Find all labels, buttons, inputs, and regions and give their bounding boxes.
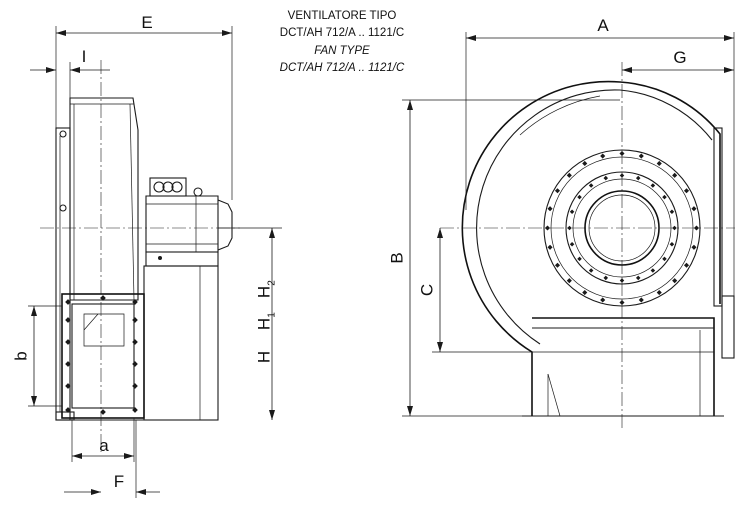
- bolt-icon: [566, 172, 572, 178]
- front-view: A G B C: [387, 16, 735, 430]
- bolt-icon: [669, 241, 675, 247]
- title-line-4: DCT/AH 712/A .. 1121/C: [280, 62, 405, 74]
- bolt-icon: [600, 153, 606, 159]
- outlet-opening: [71, 303, 135, 409]
- bolt-icon: [672, 172, 678, 178]
- title-line-2: DCT/AH 712/A .. 1121/C: [280, 27, 404, 39]
- dimension-label-B: B: [387, 252, 406, 263]
- bolt-icon: [582, 289, 588, 296]
- svg-text:H: H: [254, 318, 273, 330]
- motor-body: [145, 195, 219, 253]
- bolt-icon: [635, 275, 641, 281]
- bolt-icon: [638, 153, 644, 159]
- bolt-icon: [650, 268, 656, 273]
- bolt-icon: [656, 289, 662, 296]
- bolt-icon: [619, 278, 625, 283]
- dimension-label-A: A: [597, 16, 609, 35]
- bolt-icon: [566, 278, 572, 284]
- support-frame: [532, 317, 715, 416]
- bolt-icon: [59, 130, 67, 138]
- motor-fan-cover: [217, 199, 233, 251]
- dimension-label-b: b: [11, 351, 30, 360]
- terminal-icon: [153, 181, 165, 193]
- bolt-icon: [691, 244, 697, 250]
- dimension-label-a: a: [99, 436, 109, 455]
- bolt-icon: [672, 278, 678, 284]
- bolt-icon: [59, 204, 67, 212]
- bolt-icon: [693, 225, 700, 231]
- bolt-icon: [588, 268, 594, 273]
- motor-base: [145, 251, 219, 267]
- bolt-icon: [672, 225, 677, 231]
- bolt-icon: [619, 173, 625, 178]
- drawing-title: VENTILATORE TIPO DCT/AH 712/A .. 1121/C …: [280, 10, 405, 74]
- bolt-icon: [582, 160, 588, 167]
- back-plate: [55, 127, 71, 421]
- discharge-flange: [713, 127, 723, 307]
- svg-text:1: 1: [267, 312, 278, 318]
- bolt-icon: [567, 225, 572, 231]
- bolt-icon: [683, 262, 690, 268]
- terminal-icon: [171, 181, 183, 193]
- bolt-icon: [669, 209, 675, 215]
- bolt-icon: [569, 241, 575, 247]
- title-line-1: VENTILATORE TIPO: [288, 10, 397, 22]
- dimension-label-H1: H 1: [254, 312, 277, 330]
- dimension-label-H: H: [254, 351, 273, 363]
- bolt-icon: [656, 160, 662, 167]
- bolt-icon: [547, 244, 553, 250]
- inlet-opening: [584, 190, 660, 266]
- bolt-icon: [569, 209, 575, 215]
- dimension-label-C: C: [417, 284, 436, 296]
- pedestal-frame: [143, 265, 219, 421]
- bolt-icon: [600, 297, 606, 303]
- inlet-outer-ring: [543, 149, 701, 307]
- bolt-icon: [650, 183, 656, 188]
- bolt-icon: [662, 194, 667, 200]
- bolt-icon: [588, 183, 594, 188]
- svg-text:2: 2: [267, 280, 278, 286]
- bolt-icon: [544, 225, 551, 231]
- bolt-icon: [603, 275, 609, 281]
- bolt-icon: [619, 150, 625, 157]
- dimension-label-H2: H 2: [254, 280, 277, 298]
- bolt-icon: [662, 256, 667, 262]
- svg-text:H: H: [254, 286, 273, 298]
- bolt-icon: [638, 297, 644, 303]
- bolt-icon: [554, 262, 561, 268]
- bolt-icon: [577, 194, 582, 200]
- title-line-3: FAN TYPE: [314, 45, 370, 57]
- inlet-mid-ring: [565, 171, 679, 285]
- scroll-casing: [461, 80, 721, 416]
- bolt-icon: [547, 206, 553, 212]
- housing-side: [69, 97, 139, 301]
- dimension-label-E: E: [141, 13, 152, 32]
- dimension-label-G: G: [673, 48, 686, 67]
- side-view: E I b a F H H 1 H: [11, 13, 282, 498]
- gland-icon: [193, 187, 203, 197]
- dimension-label-I: I: [82, 47, 87, 66]
- bolt-icon: [577, 256, 582, 262]
- bolt-icon: [635, 175, 641, 181]
- motor-terminal-box: [149, 177, 187, 197]
- bolt-icon: [683, 188, 690, 194]
- bolt-icon: [619, 299, 625, 306]
- outlet-flange: [61, 293, 145, 419]
- bolt-icon: [554, 188, 561, 194]
- outlet-flange-bolts: [65, 295, 138, 415]
- bolt-icon: [691, 206, 697, 212]
- dimension-label-F: F: [114, 472, 124, 491]
- terminal-icon: [162, 181, 174, 193]
- bolt-icon: [603, 175, 609, 181]
